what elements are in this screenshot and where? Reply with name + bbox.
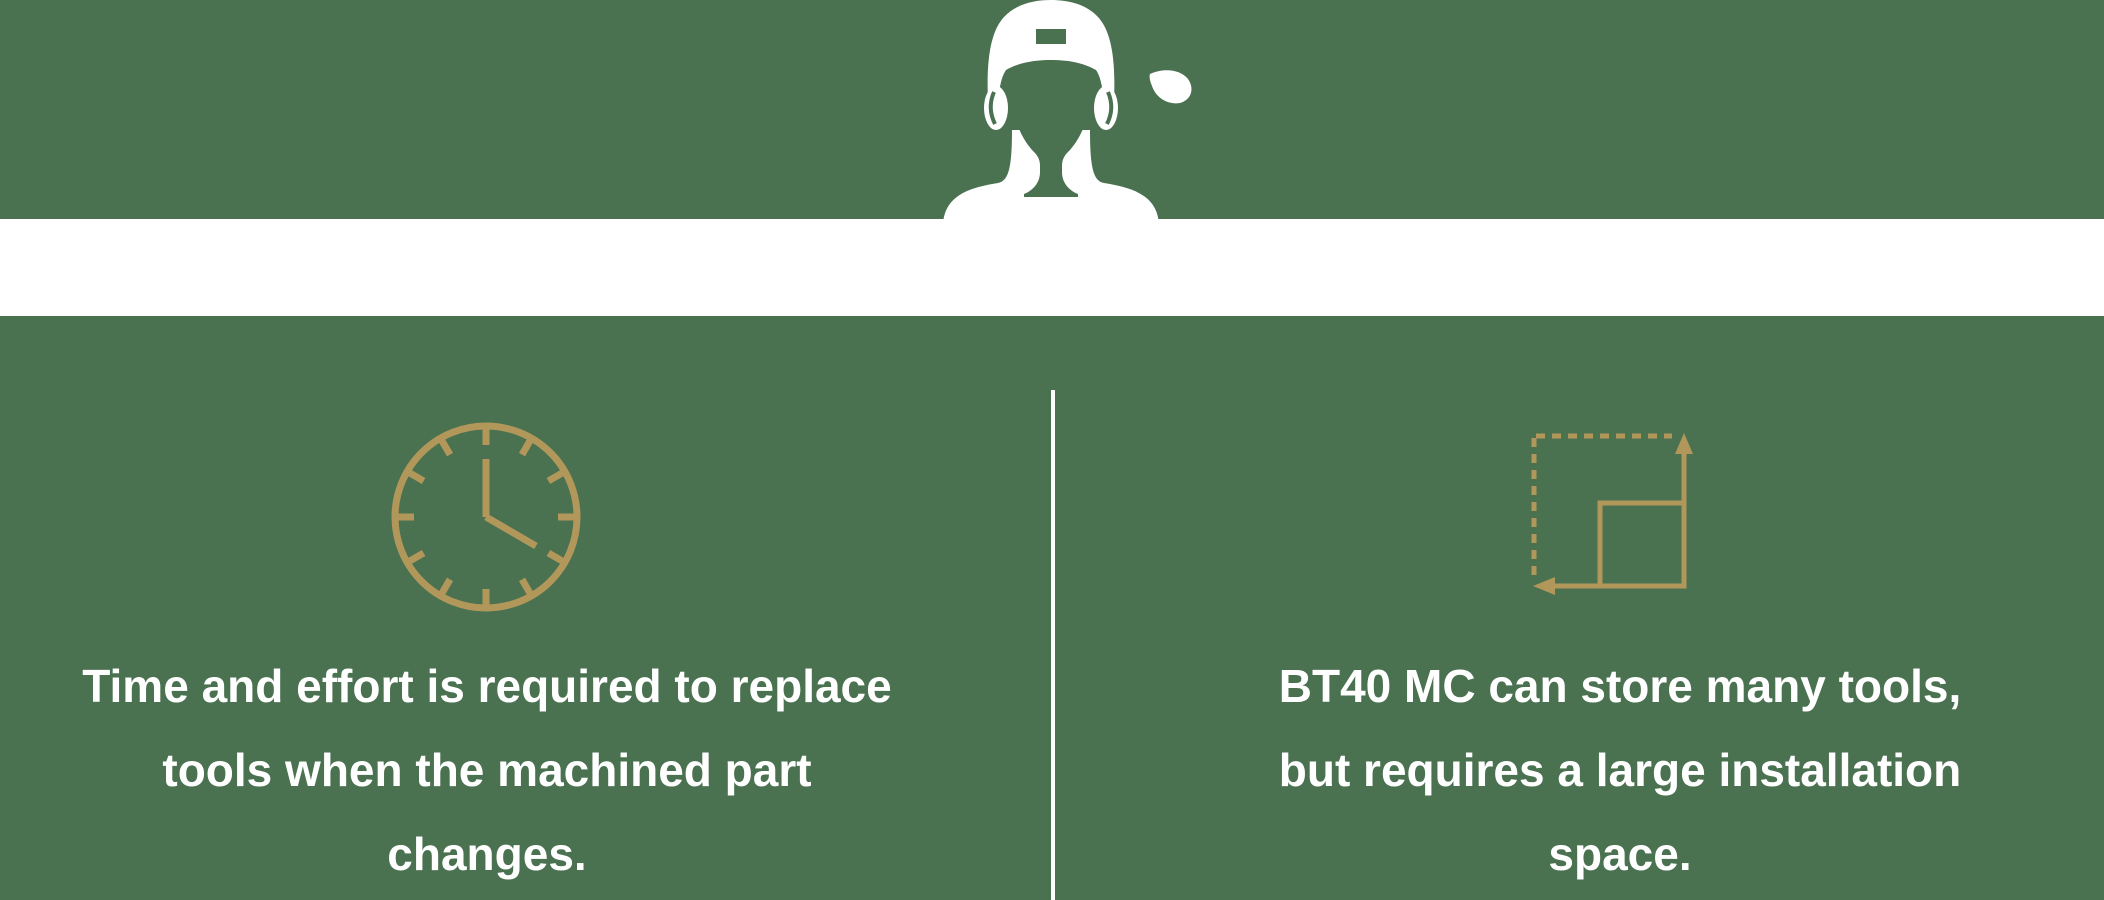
clock-hands bbox=[482, 459, 538, 550]
clock-icon bbox=[391, 422, 581, 612]
caption-line: but requires a large installation bbox=[1278, 744, 1962, 796]
worker-face-cutout bbox=[1012, 64, 1090, 198]
left-arrow-head bbox=[1533, 577, 1555, 595]
installation-space-icon bbox=[1531, 433, 1693, 595]
caption-line: BT40 MC can store many tools, bbox=[1278, 660, 1962, 712]
small-footprint-square bbox=[1597, 500, 1687, 589]
right-ear-crease bbox=[1105, 91, 1114, 125]
white-band bbox=[0, 219, 2104, 316]
clock-ticks bbox=[393, 424, 579, 610]
caption-line: tools when the machined part bbox=[162, 744, 812, 796]
right-caption: BT40 MC can store many tools, but requir… bbox=[1094, 644, 2104, 896]
left-ear-crease bbox=[988, 91, 997, 125]
up-arrow-head bbox=[1675, 433, 1693, 454]
worker-cap bbox=[987, 0, 1115, 105]
caption-line: space. bbox=[1548, 828, 1692, 880]
cap-strap-hole bbox=[1036, 29, 1066, 44]
caption-line: changes. bbox=[387, 828, 587, 880]
worker-with-backwards-cap-icon bbox=[943, 0, 1192, 224]
column-divider bbox=[1051, 390, 1055, 900]
left-caption: Time and effort is required to replace t… bbox=[0, 644, 1013, 896]
sweat-drop-icon bbox=[1149, 70, 1192, 104]
caption-line: Time and effort is required to replace bbox=[82, 660, 892, 712]
